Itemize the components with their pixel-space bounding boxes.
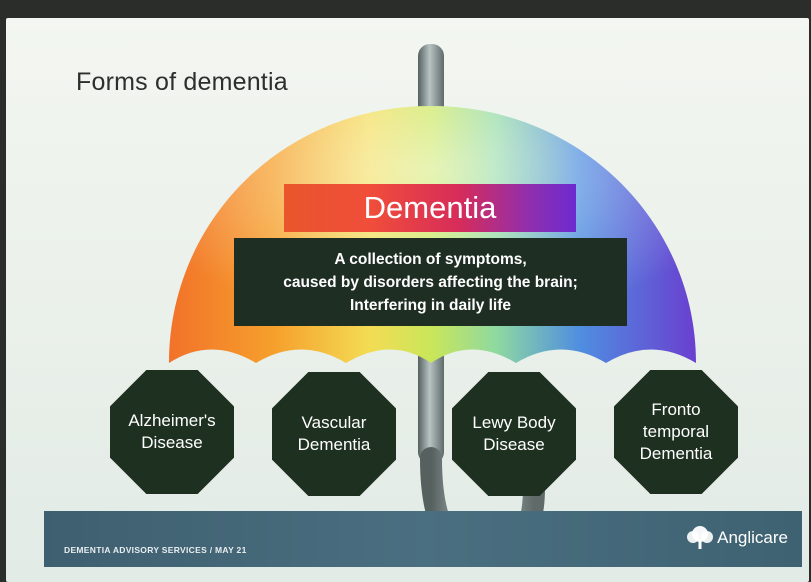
form-label: Alzheimer's: [128, 411, 216, 430]
form-label: temporal: [642, 422, 710, 441]
form-label: Dementia: [297, 435, 371, 454]
slide: Forms of dementia: [6, 18, 809, 582]
form-label: Disease: [483, 435, 545, 454]
slide-title: Forms of dementia: [76, 68, 288, 96]
brand-logo: Anglicare: [685, 525, 788, 551]
footer-text: DEMENTIA ADVISORY SERVICES / MAY 21: [64, 545, 247, 555]
form-label: Lewy Body: [472, 413, 556, 432]
form-label: Dementia: [639, 444, 713, 463]
form-lewy-body: Lewy Body Disease: [452, 372, 576, 496]
brand-name: Anglicare: [717, 528, 788, 547]
description-box: A collection of symptoms, caused by diso…: [234, 238, 627, 326]
form-frontotemporal: Fronto temporal Dementia: [614, 370, 738, 494]
form-label: Vascular: [301, 413, 367, 432]
tree-icon: [687, 526, 714, 549]
form-label: Fronto: [651, 400, 701, 419]
description-line: caused by disorders affecting the brain;: [283, 273, 578, 291]
form-label: Disease: [141, 433, 203, 452]
form-vascular: Vascular Dementia: [272, 372, 396, 496]
dementia-banner: Dementia: [284, 184, 576, 232]
description-line: A collection of symptoms,: [334, 250, 527, 268]
form-alzheimers: Alzheimer's Disease: [110, 370, 234, 494]
description-line: Interfering in daily life: [349, 296, 512, 314]
footer-bar: DEMENTIA ADVISORY SERVICES / MAY 21 Angl…: [44, 511, 802, 567]
